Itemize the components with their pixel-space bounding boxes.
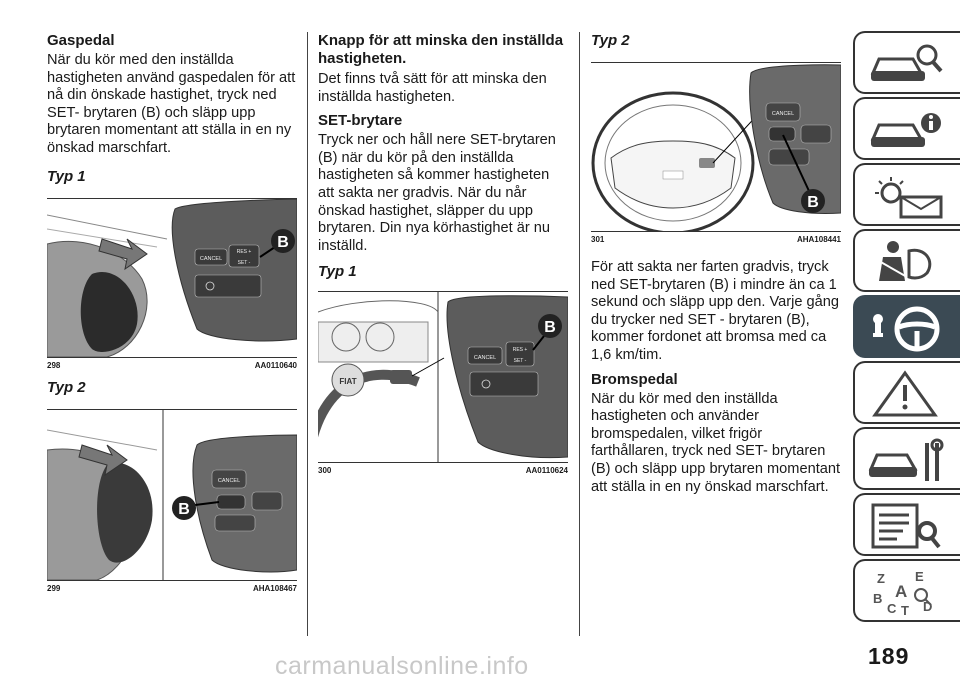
fig2-cancel-label: CANCEL	[218, 478, 240, 484]
fig1-res-label: RES +	[237, 249, 252, 255]
figure-298-caption: 298 AA0110640	[47, 361, 297, 371]
fig4-letter-b: B	[807, 194, 819, 211]
index-letter-d: D	[923, 599, 932, 614]
fig1-cancel-label: CANCEL	[200, 256, 222, 262]
steering-wheel-illustration: CANCEL B	[591, 64, 841, 231]
figure-top-rule	[318, 291, 568, 293]
watermark: carmanualsonline.info	[275, 652, 529, 680]
figure-number: 300	[318, 466, 332, 476]
fig3-letter-b: B	[544, 319, 556, 336]
warning-lights-icon	[875, 177, 943, 219]
index-letter-t: T	[901, 603, 909, 617]
tab-car-tools[interactable]	[853, 427, 960, 490]
set-brytare-paragraph: Tryck ner och håll nere SET-brytaren (B)…	[318, 132, 556, 254]
steering-wheel-icon	[873, 306, 940, 352]
fig1-letter-b: B	[277, 234, 289, 251]
figure-top-rule	[47, 197, 297, 199]
tab-starting-driving[interactable]	[853, 295, 960, 358]
bromspedal-paragraph: När du kör med den inställda hastigheten…	[591, 390, 841, 495]
knapp-paragraph: Det finns två sätt för att minska den in…	[318, 71, 547, 105]
fig3-set-label: SET -	[514, 358, 527, 364]
figure-number: 299	[47, 583, 61, 593]
typ1-label: Typ 1	[318, 263, 357, 281]
heading-knapp: Knapp för att minska den inställda hasti…	[318, 32, 564, 67]
figure-300: FIAT CANCEL RES + SET - B	[318, 292, 568, 463]
tab-warning-lights[interactable]	[853, 163, 960, 226]
typ2-label: Typ 2	[47, 378, 86, 396]
typ2-label: Typ 2	[591, 32, 630, 49]
tab-alphabet-index[interactable]: Z E A B C T D	[853, 559, 960, 622]
figure-301: CANCEL B	[591, 63, 841, 231]
tab-road-warning[interactable]	[853, 361, 960, 424]
tab-airbag-safety[interactable]	[853, 229, 960, 292]
index-letter-b: B	[873, 591, 882, 606]
index-letter-c: C	[887, 601, 897, 616]
figure-number: 298	[47, 360, 61, 370]
figure-bottom-rule	[47, 356, 297, 358]
heading-gaspedal: Gaspedal	[47, 32, 115, 49]
settings-list-icon	[871, 503, 941, 549]
car-search-icon	[870, 44, 943, 81]
dashboard-steering-illustration: FIAT CANCEL RES + SET - B	[318, 292, 568, 463]
figure-code: AHA108467	[252, 583, 297, 593]
figure-bottom-rule	[591, 231, 841, 232]
column-2: Knapp för att minska den inställda hasti…	[318, 0, 568, 476]
road-warning-icon	[872, 370, 938, 417]
sakta-ner-paragraph: För att sakta ner farten gradvis, tryck …	[591, 259, 840, 363]
gaspedal-paragraph: När du kör med den inställda hastigheten…	[47, 52, 296, 156]
alphabet-index-icon: Z E A B C T D	[873, 569, 932, 617]
tab-car-search[interactable]	[853, 31, 960, 94]
column-divider	[579, 32, 580, 636]
fig3-cancel-label: CANCEL	[474, 355, 496, 361]
figure-code: AA0110640	[254, 360, 297, 370]
figure-299-caption: 299 AHA108467	[47, 584, 297, 594]
fig2-letter-b: B	[178, 501, 190, 518]
typ1-label: Typ 1	[47, 167, 86, 185]
steering-switch-illustration: CANCEL B	[47, 409, 297, 580]
tab-car-info[interactable]	[853, 97, 960, 160]
figure-top-rule	[47, 408, 297, 410]
figure-bottom-rule	[47, 579, 297, 581]
index-letter-z: Z	[877, 571, 885, 586]
column-1: Gaspedal När du kör med den inställda ha…	[47, 0, 297, 594]
figure-298: CANCEL RES + SET - B	[47, 198, 297, 357]
figure-300-caption: 300 AA0110624	[318, 466, 568, 476]
heading-set-brytare: SET-brytare	[318, 112, 403, 130]
figure-top-rule	[591, 62, 841, 63]
index-letter-a: A	[895, 582, 907, 601]
fig3-res-label: RES +	[513, 347, 528, 353]
car-info-icon	[870, 113, 941, 147]
column-divider	[307, 32, 308, 636]
fig4-cancel-label: CANCEL	[772, 111, 794, 117]
car-tools-icon	[868, 438, 944, 481]
figure-number: 301	[591, 235, 605, 244]
figure-301-caption: 301 AHA108441	[591, 235, 841, 245]
figure-299: CANCEL B	[47, 409, 297, 580]
figure-code: AA0110624	[525, 466, 568, 476]
steering-switch-illustration: CANCEL RES + SET - B	[47, 198, 297, 357]
figure-code: AHA108441	[796, 235, 841, 244]
index-letter-e: E	[915, 569, 924, 584]
fig1-set-label: SET -	[238, 260, 251, 266]
heading-bromspedal: Bromspedal	[591, 370, 678, 388]
figure-bottom-rule	[318, 462, 568, 464]
page-number: 189	[868, 643, 910, 669]
column-3: Typ 2 CANCEL B 301 AHA108441 För att sak…	[591, 0, 841, 496]
fig3-fiat-logo: FIAT	[339, 377, 356, 386]
tab-settings-list[interactable]	[853, 493, 960, 556]
airbag-safety-icon	[878, 241, 932, 281]
